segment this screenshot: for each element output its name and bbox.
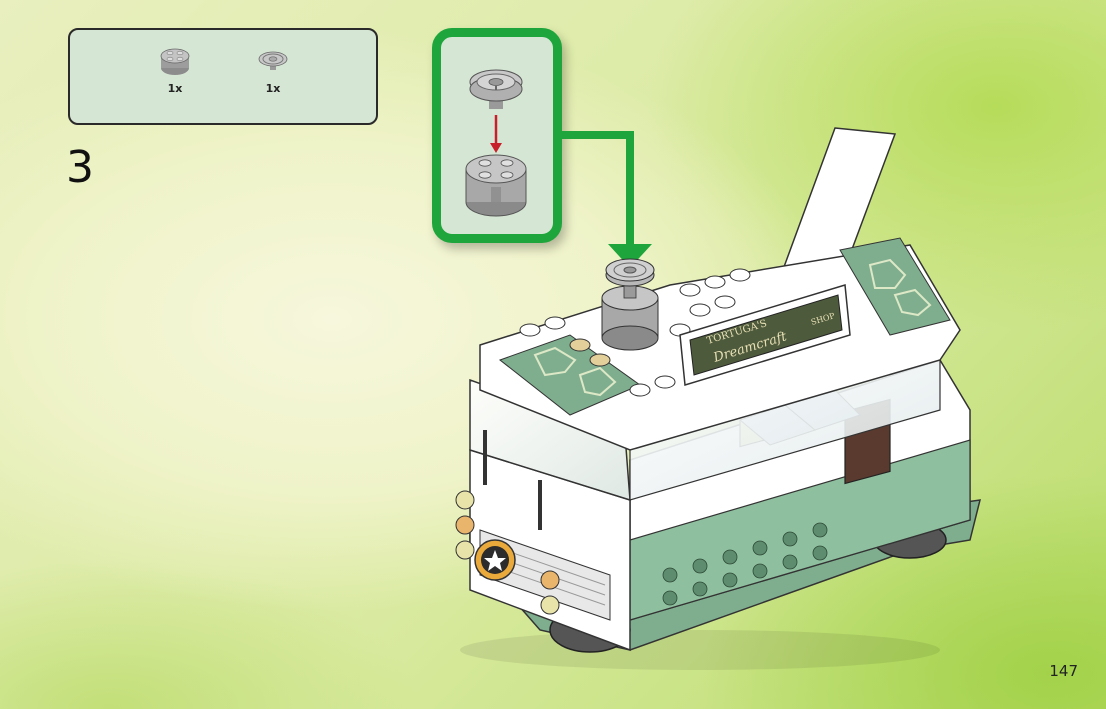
van-model-illustration: TORTUGA'S Dreamcraft SHOP: [440, 120, 1000, 680]
installed-part: [602, 259, 658, 350]
page-number: 147: [1049, 662, 1078, 680]
